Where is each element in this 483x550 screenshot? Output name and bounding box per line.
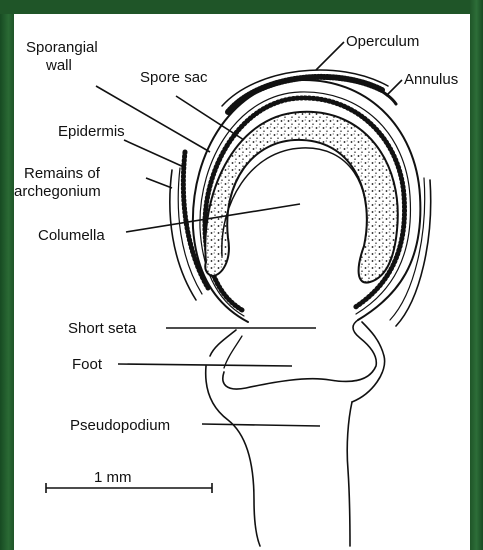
leader-sporangial-wall xyxy=(96,86,210,152)
label-short-seta: Short seta xyxy=(68,320,137,337)
leader-remains xyxy=(146,178,172,188)
seta-right-edge xyxy=(352,322,385,402)
seta-inner-left xyxy=(224,336,242,368)
label-pseudopodium: Pseudopodium xyxy=(70,417,170,434)
label-annulus: Annulus xyxy=(404,71,458,88)
label-scale: 1 mm xyxy=(94,469,132,486)
pseudopodium-right xyxy=(347,402,352,546)
label-operculum: Operculum xyxy=(346,33,419,50)
label-archegonium: archegonium xyxy=(14,183,101,200)
label-remains-of: Remains of xyxy=(24,165,101,182)
label-epidermis: Epidermis xyxy=(58,123,125,140)
label-wall: wall xyxy=(45,57,72,74)
label-sporangial: Sporangial xyxy=(26,39,98,56)
label-foot: Foot xyxy=(72,356,103,373)
label-columella: Columella xyxy=(38,227,105,244)
leader-operculum xyxy=(316,42,344,70)
label-spore-sac: Spore sac xyxy=(140,69,208,86)
leader-annulus xyxy=(386,80,402,96)
foot xyxy=(223,320,376,389)
pseudopodium-left xyxy=(206,366,260,546)
leader-epidermis xyxy=(124,140,186,168)
leader-foot xyxy=(118,364,292,366)
leader-pseudopodium xyxy=(202,424,320,426)
annulus xyxy=(380,90,396,104)
